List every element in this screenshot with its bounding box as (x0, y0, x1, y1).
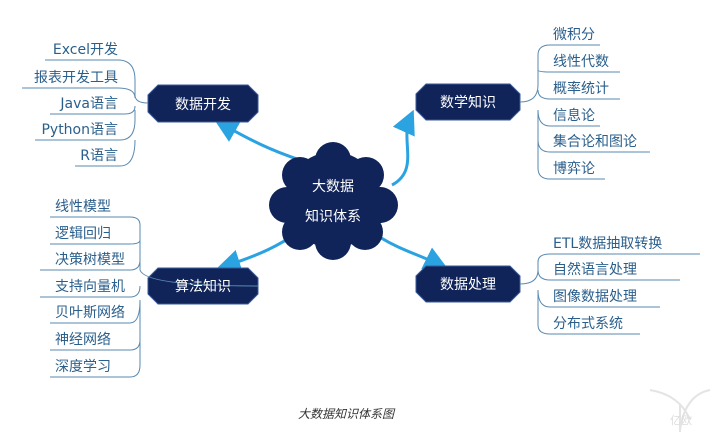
figure-caption: 大数据知识体系图 (298, 407, 395, 421)
node-data-dev: 数据开发 (175, 96, 231, 113)
proc-node-shape (415, 265, 521, 303)
center-cloud (269, 142, 398, 260)
leaf-algo: 线性模型 (55, 199, 111, 215)
leaf-proc: 图像数据处理 (553, 289, 637, 305)
math-node-shape (415, 83, 521, 121)
leaf-dev: Excel开发 (52, 42, 118, 58)
leaf-math: 线性代数 (553, 54, 609, 70)
leaf-dev: 报表开发工具 (34, 70, 118, 86)
node-math: 数学知识 (440, 95, 496, 111)
leaf-math: 微积分 (553, 27, 595, 43)
leaf-math: 集合论和图论 (553, 134, 637, 150)
leaf-algo: 逻辑回归 (55, 226, 111, 242)
algo-node-shape (147, 267, 259, 305)
leaf-proc: 自然语言处理 (553, 262, 637, 278)
leaf-proc: 分布式系统 (553, 316, 623, 332)
watermark-logo (649, 389, 711, 432)
watermark-text: 亿欧 (670, 414, 692, 427)
leaf-algo: 神经网络 (55, 332, 111, 348)
leaf-dev: R语言 (80, 148, 118, 164)
leaf-algo: 决策树模型 (55, 252, 125, 268)
leaf-math: 博弈论 (553, 161, 595, 177)
center-title-line2: 知识体系 (305, 209, 361, 225)
leaf-algo: 支持向量机 (55, 279, 125, 295)
leaf-math: 信息论 (553, 108, 595, 124)
node-proc: 数据处理 (440, 277, 496, 293)
node-algo: 算法知识 (175, 279, 231, 295)
leaf-dev: Python语言 (41, 122, 118, 138)
leaf-algo: 深度学习 (55, 359, 111, 375)
leaf-algo: 贝叶斯网络 (55, 305, 125, 321)
center-title-line1: 大数据 (312, 179, 354, 195)
leaf-proc: ETL数据抽取转换 (553, 236, 663, 252)
leaf-math: 概率统计 (553, 81, 609, 97)
dev-node-shape (147, 84, 259, 123)
leaf-dev: Java语言 (60, 96, 118, 112)
